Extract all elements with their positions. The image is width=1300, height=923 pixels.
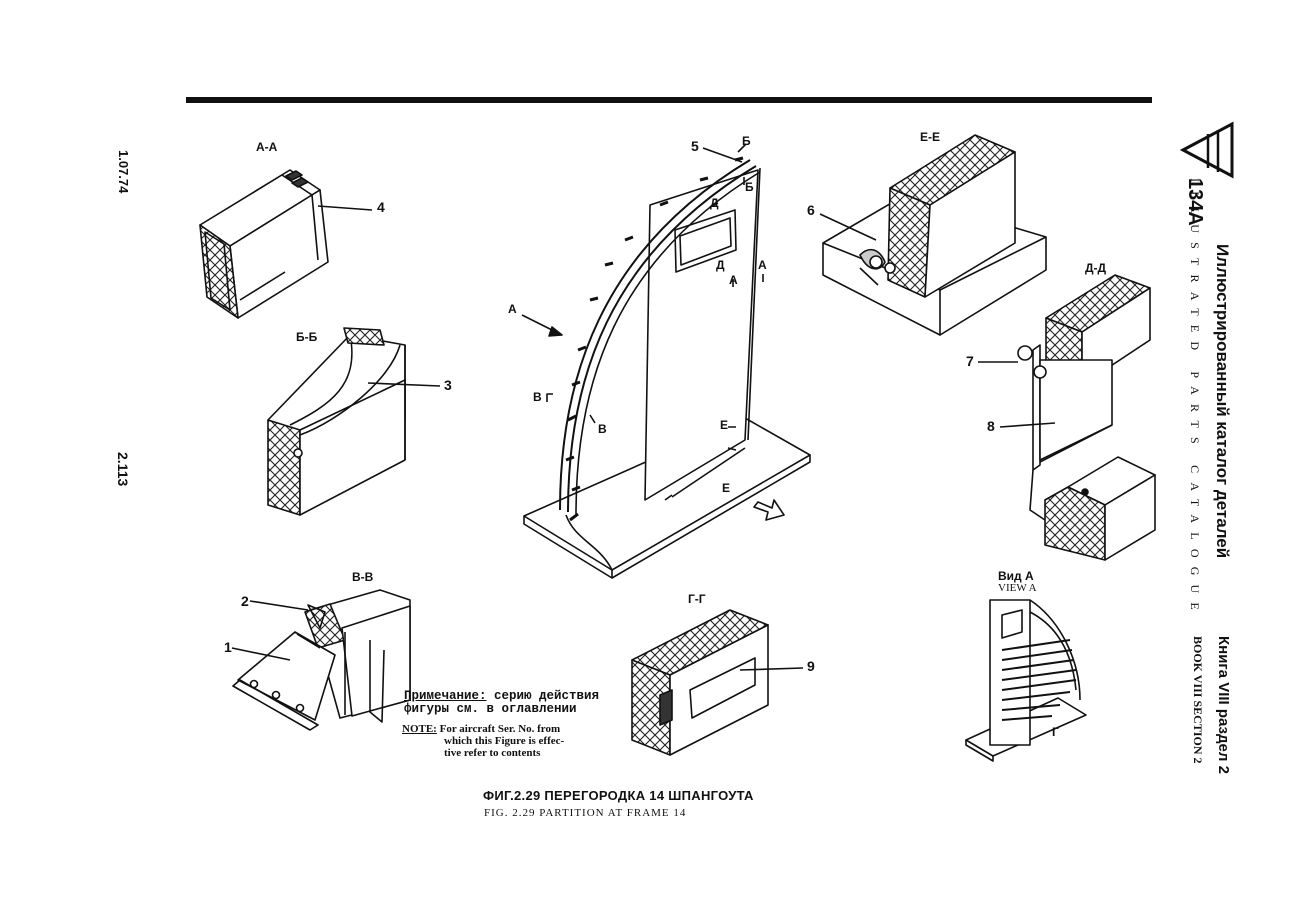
sidebar-title-en: ILLUSTRATED PARTS CATALOGUE (1188, 178, 1202, 619)
leader-5 (702, 147, 743, 163)
figure-caption-en: FIG. 2.29 PARTITION AT FRAME 14 (484, 807, 687, 819)
note-en-label: NOTE: (402, 723, 437, 735)
cut-mark-g-view: Г (1052, 725, 1059, 739)
sidebar-book-en: BOOK VIII SECTION 2 (1191, 636, 1205, 764)
cut-mark-d-bottom: Д (716, 258, 725, 272)
section-label-vv: В-В (352, 570, 374, 584)
callout-4: 4 (377, 199, 385, 215)
callout-3: 3 (444, 377, 452, 393)
view-a-drawing (965, 599, 1087, 762)
note-ru-line1: серию действия (494, 689, 600, 703)
note-en-line1: For aircraft Ser. No. from (439, 723, 561, 735)
note-ru-label: Примечание: (404, 689, 487, 703)
leader-9 (739, 667, 804, 671)
leader-6 (819, 213, 877, 241)
manufacturer-logo (1179, 121, 1234, 179)
leader-4 (317, 205, 373, 211)
partition-main-drawing (521, 143, 811, 579)
leader-3 (367, 382, 441, 387)
section-label-ee: Е-Е (920, 130, 941, 144)
view-label-ru: Вид А (998, 569, 1034, 583)
section-label-dd: Д-Д (1085, 261, 1107, 275)
cut-mark-b-top: Б (742, 134, 751, 148)
cut-mark-a-left: А (508, 302, 517, 316)
cut-mark-a-right: А (758, 258, 767, 272)
note-ru-line2: фигуры см. в оглавлении (404, 702, 577, 716)
leader-8 (999, 422, 1056, 428)
header-rule (186, 97, 1152, 103)
cut-mark-v-right: В (598, 422, 607, 436)
cut-mark-v-left: В (533, 390, 542, 404)
note-russian: Примечание: серию действия фигуры см. в … (404, 690, 614, 716)
callout-9: 9 (807, 658, 815, 674)
section-aa-drawing (199, 169, 329, 319)
note-en-line3: tive refer to contents (444, 747, 541, 759)
callout-7: 7 (966, 353, 974, 369)
cut-mark-e-top: Е (720, 418, 729, 432)
section-dd-drawing (1017, 274, 1156, 561)
callout-5: 5 (691, 138, 699, 154)
cut-mark-e-bottom: Е (722, 481, 731, 495)
figure-caption-ru: ФИГ.2.29 ПЕРЕГОРОДКА 14 ШПАНГОУТА (483, 788, 754, 803)
cut-mark-d-top: Д (710, 196, 719, 210)
note-english: NOTE: For aircraft Ser. No. from which t… (402, 723, 612, 759)
callout-2: 2 (241, 593, 249, 609)
cut-mark-b-right: Б (745, 180, 754, 194)
view-label-en: VIEW A (998, 582, 1037, 594)
section-label-bb: Б-Б (296, 330, 318, 344)
section-ee-drawing (822, 134, 1047, 336)
cut-mark-a-mid: А (729, 273, 738, 287)
leader-2 (249, 600, 309, 611)
sidebar-title-ru: Иллюстрированный каталог деталей (1213, 244, 1232, 559)
callout-8: 8 (987, 418, 995, 434)
section-vv-drawing (232, 589, 411, 731)
section-label-gg: Г-Г (688, 592, 706, 606)
leader-1 (231, 647, 291, 661)
note-en-line2: which this Figure is effec- (444, 735, 565, 747)
section-gg-drawing (631, 609, 769, 756)
section-bb-drawing (267, 327, 406, 516)
callout-1: 1 (224, 639, 232, 655)
section-label-aa: А-А (256, 140, 278, 154)
sidebar-book-ru: Книга VIII раздел 2 (1215, 636, 1232, 774)
callout-6: 6 (807, 202, 815, 218)
